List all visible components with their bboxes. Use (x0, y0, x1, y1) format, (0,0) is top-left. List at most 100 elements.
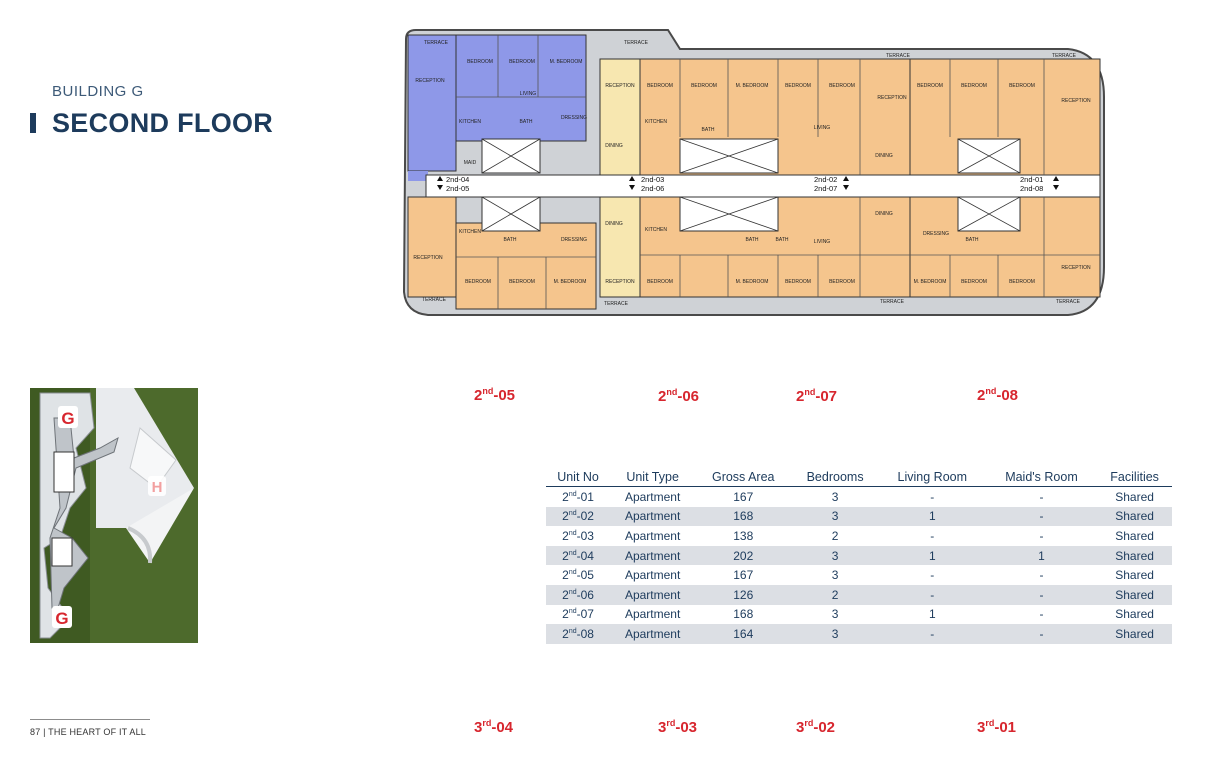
cell-maid: 1 (985, 545, 1098, 566)
plan-terrace-label: TERRACE (422, 297, 447, 303)
table-row: 2nd-06 Apartment 126 2 - - Shared (546, 584, 1172, 605)
corridor-marker-bottom: 2nd-07 (814, 184, 837, 193)
table-row: 2nd-07 Apartment 168 3 1 - Shared (546, 605, 1172, 625)
unit-label-bottom: 3rd-04 (474, 718, 514, 736)
cell-facilities: Shared (1097, 506, 1172, 527)
plan-terrace-label: TERRACE (1056, 299, 1081, 305)
site-marker-g: G (61, 409, 74, 428)
corridor-marker-top: 2nd-02 (814, 175, 837, 184)
plan-bedroom-label: BEDROOM (961, 279, 987, 285)
cell-living: 1 (878, 545, 986, 566)
cell-maid: - (985, 584, 1098, 605)
cell-area: 202 (695, 545, 792, 566)
plan-bedroom-label: BEDROOM (647, 279, 673, 285)
plan-terrace-label: TERRACE (886, 53, 911, 59)
cell-type: Apartment (610, 624, 696, 644)
plan-bedroom-label: BEDROOM (917, 83, 943, 89)
cell-area: 164 (695, 624, 792, 644)
plan-m-bedroom-label: M. BEDROOM (550, 59, 583, 65)
plan-bedroom-label: BEDROOM (829, 83, 855, 89)
plan-bedroom-label: BEDROOM (829, 279, 855, 285)
table-row: 2nd-03 Apartment 138 2 - - Shared (546, 526, 1172, 546)
plan-bedroom-label: BEDROOM (1009, 279, 1035, 285)
title-accent-bar (30, 113, 36, 133)
plan-bath-label: BATH (520, 119, 533, 125)
plan-terrace-label: TERRACE (624, 40, 649, 46)
table-row: 2nd-08 Apartment 164 3 - - Shared (546, 624, 1172, 644)
site-map: G H G (30, 388, 198, 643)
cell-area: 168 (733, 607, 754, 622)
cell-bedrooms: 3 (831, 568, 839, 583)
table-row: 2nd-02 Apartment 168 3 1 - Shared (546, 506, 1172, 527)
cell-unit-no: 2nd-03 (562, 528, 594, 543)
table-header-row: Unit No Unit Type Gross Area Bedrooms Li… (546, 467, 1172, 487)
cell-type: Apartment (610, 584, 696, 605)
plan-reception-label: RECEPTION (877, 95, 907, 101)
cell-living: - (930, 568, 935, 583)
col-gross-area: Gross Area (695, 467, 792, 487)
plan-kitchen-label: KITCHEN (459, 229, 481, 235)
cell-bedrooms: 3 (831, 489, 839, 504)
site-marker-h: H (152, 479, 163, 496)
plan-m-bedroom-label: M. BEDROOM (554, 279, 587, 285)
cell-area: 168 (695, 506, 792, 527)
cell-unit-no: 2nd-07 (562, 607, 594, 622)
cell-facilities: Shared (1115, 528, 1154, 543)
unit-label-top: 2nd-07 (796, 387, 838, 405)
cell-living: - (930, 489, 935, 504)
plan-m-bedroom-label: M. BEDROOM (736, 83, 769, 89)
col-maids-room: Maid's Room (985, 467, 1098, 487)
table-row: 2nd-04 Apartment 202 3 1 1 Shared (546, 545, 1172, 566)
unit-label-top: 2nd-05 (474, 386, 516, 404)
cell-type: Apartment (624, 489, 681, 504)
plan-living-label: LIVING (520, 91, 537, 97)
unit-label-top: 2nd-06 (658, 387, 700, 405)
cell-facilities: Shared (1097, 545, 1172, 566)
unit-label-bottom: 3rd-01 (977, 718, 1017, 736)
plan-bedroom-label: BEDROOM (1009, 83, 1035, 89)
cell-living: - (878, 624, 986, 644)
table-row: 2nd-01 Apartment 167 3 - - Shared (546, 487, 1172, 507)
plan-bath-label: BATH (702, 127, 715, 133)
plan-reception-label: RECEPTION (415, 78, 445, 84)
cell-type: Apartment (624, 568, 681, 583)
col-unit-type: Unit Type (610, 467, 696, 487)
site-marker-g: G (55, 609, 68, 628)
corridor-marker-bottom: 2nd-08 (1020, 184, 1043, 193)
cell-facilities: Shared (1097, 584, 1172, 605)
plan-terrace-label: TERRACE (1052, 53, 1077, 59)
cell-facilities: Shared (1115, 607, 1154, 622)
corridor-marker-top: 2nd-04 (446, 175, 469, 184)
col-facilities: Facilities (1097, 467, 1172, 487)
plan-kitchen-label: KITCHEN (645, 227, 667, 233)
cell-bedrooms: 3 (791, 545, 879, 566)
cell-bedrooms: 2 (791, 584, 879, 605)
cell-type: Apartment (624, 607, 681, 622)
floor-plan: TERRACE TERRACE TERRACE TERRACE TERRACE … (402, 29, 1105, 316)
plan-bedroom-label: BEDROOM (647, 83, 673, 89)
plan-kitchen-label: KITCHEN (459, 119, 481, 125)
plan-terrace-label: TERRACE (604, 301, 629, 307)
col-bedrooms: Bedrooms (791, 467, 879, 487)
plan-bedroom-label: BEDROOM (785, 279, 811, 285)
col-unit-no: Unit No (546, 467, 611, 487)
plan-bedroom-label: BEDROOM (509, 59, 535, 65)
plan-bedroom-label: BEDROOM (467, 59, 493, 65)
cell-living: 1 (928, 607, 936, 622)
cell-area: 138 (733, 528, 754, 543)
cell-area: 167 (733, 489, 754, 504)
plan-reception-label: RECEPTION (605, 279, 635, 285)
cell-unit-no: 2nd-08 (546, 624, 611, 644)
cell-bedrooms: 3 (831, 607, 839, 622)
plan-reception-label: RECEPTION (1061, 265, 1091, 271)
plan-terrace-label: TERRACE (880, 299, 905, 305)
cell-maid: - (1039, 528, 1044, 543)
cell-maid: - (1039, 607, 1044, 622)
cell-facilities: Shared (1097, 624, 1172, 644)
cell-bedrooms: 3 (791, 624, 879, 644)
unit-label-top: 2nd-08 (977, 386, 1019, 404)
unit-label-bottom: 3rd-03 (658, 718, 698, 736)
plan-dining-label: DINING (605, 143, 623, 149)
cell-type: Apartment (610, 506, 696, 527)
plan-bedroom-label: BEDROOM (961, 83, 987, 89)
